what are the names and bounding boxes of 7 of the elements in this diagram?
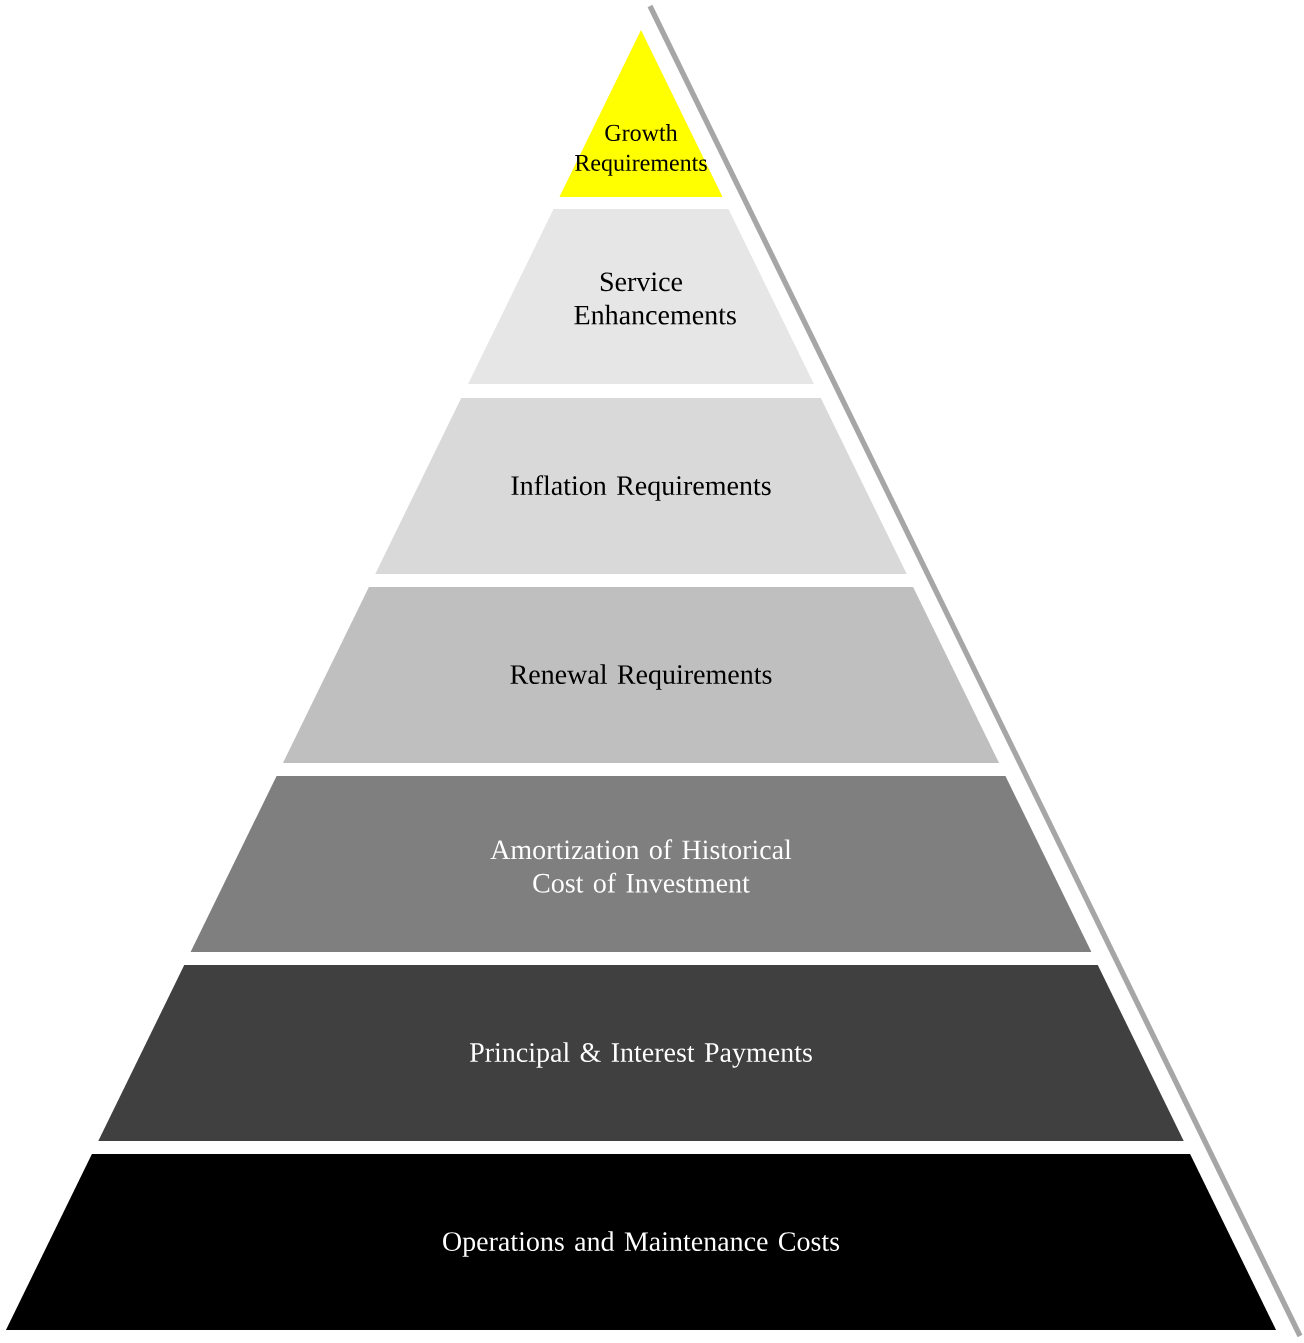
pyramid-tier: Operations and Maintenance Costs	[5, 1154, 1277, 1330]
pyramid-tier: Growth Requirements	[559, 30, 723, 197]
pyramid-tier: Inflation Requirements	[375, 398, 907, 574]
pyramid-tier: Amortization of Historical Cost of Investment	[190, 776, 1092, 952]
pyramid-tier: Renewal Requirements	[282, 587, 1000, 763]
pyramid-tier: Service Enhancements	[468, 209, 814, 384]
pyramid-tier: Principal & Interest Payments	[98, 965, 1184, 1141]
